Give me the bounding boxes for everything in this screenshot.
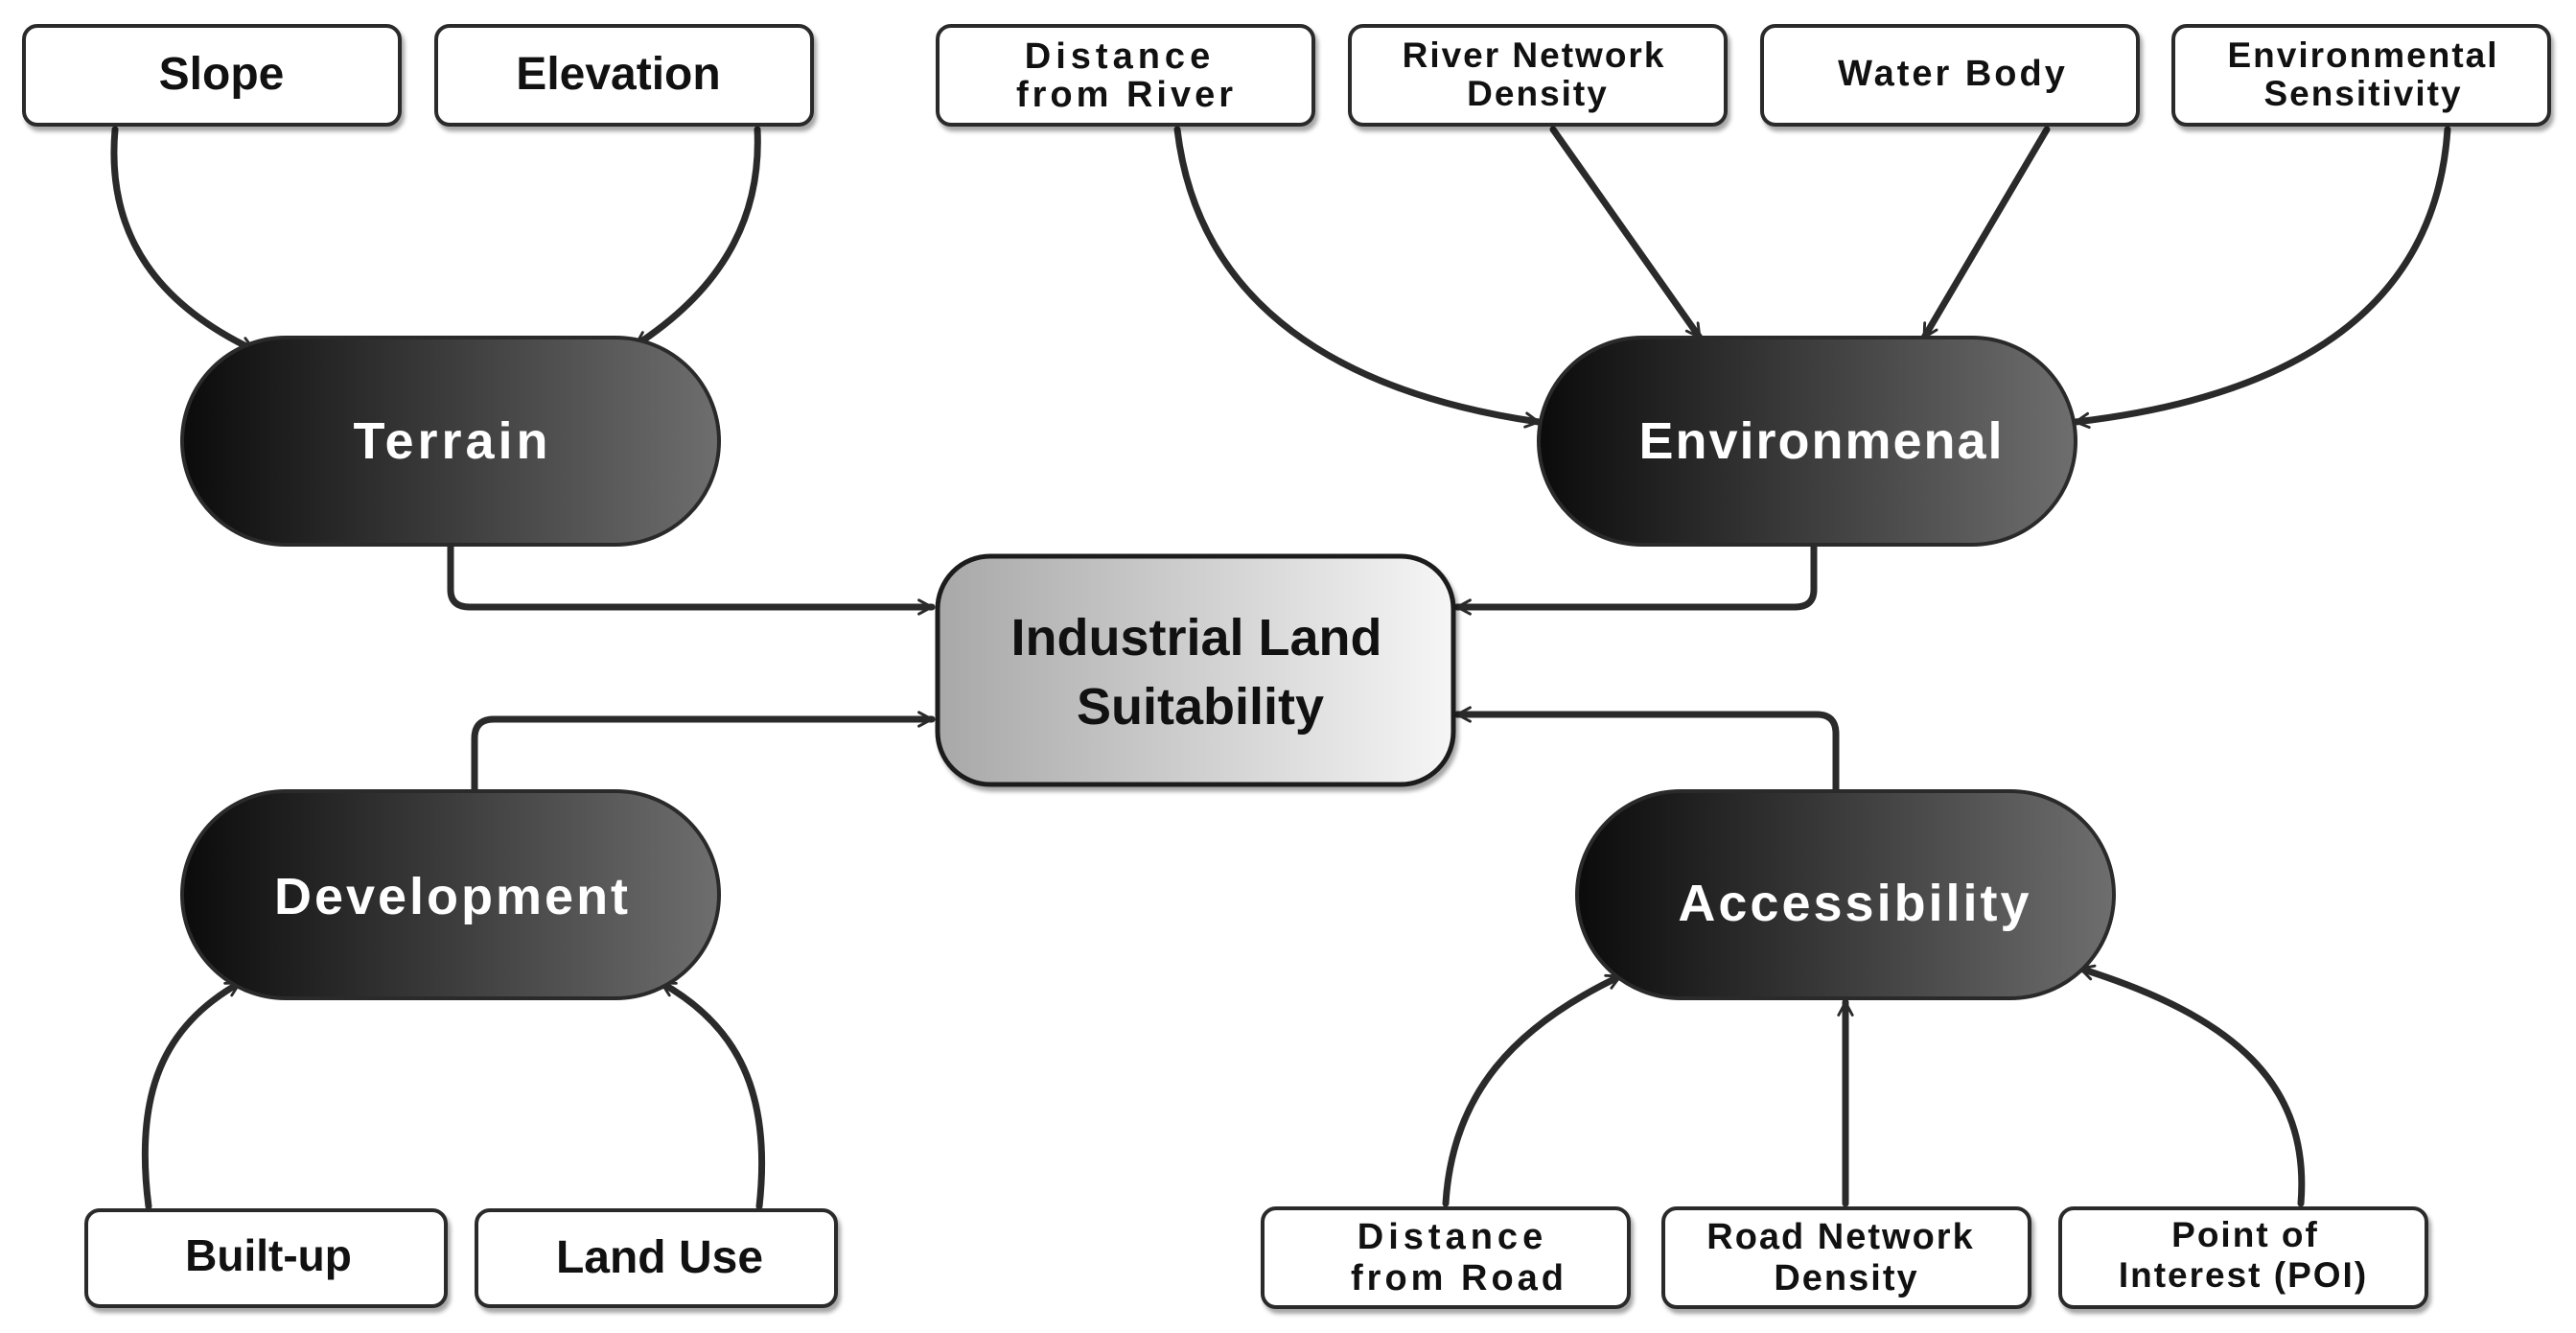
factor-box-point-of-interest: Point of Interest (POI) (2058, 1206, 2428, 1309)
category-pill-terrain: Terrain (180, 336, 721, 547)
factor-box-river-network-density: River Network Density (1348, 24, 1728, 127)
factor-label-river-network-density-line1: River Network (1403, 35, 1666, 75)
factor-box-environmental-sensitivity: Environmental Sensitivity (2171, 24, 2551, 127)
factor-label-point-of-interest-line1: Point of (2171, 1215, 2319, 1254)
arrow-development-to-center (471, 711, 936, 793)
factor-label-water-body: Water Body (1838, 54, 2068, 94)
factor-box-road-network-density: Road Network Density (1661, 1206, 2031, 1309)
arrow-distance-road-to-accessibility (1442, 972, 1624, 1207)
factor-box-elevation: Elevation (434, 24, 814, 127)
factor-label-road-network-density-line1: Road Network (1706, 1217, 1974, 1257)
arrow-elevation-to-terrain (632, 126, 761, 349)
category-label-development: Development (274, 868, 631, 925)
arrow-poi-to-accessibility (2077, 964, 2306, 1207)
factor-label-distance-from-road-line1: Distance (1358, 1217, 1547, 1257)
factor-label-environmental-sensitivity-line1: Environmental (2228, 35, 2499, 75)
arrow-env-sensitivity-to-environmental (2072, 126, 2451, 430)
category-label-environmental: Environmenal (1638, 412, 2004, 470)
arrow-slope-to-terrain (110, 126, 258, 354)
factor-label-land-use: Land Use (556, 1232, 763, 1283)
arrow-accessibility-to-center (1453, 706, 1840, 793)
arrow-landuse-to-development (658, 979, 766, 1210)
factor-label-distance-from-river-line2: from River (1016, 75, 1237, 115)
factor-label-distance-from-road-line2: from Road (1351, 1258, 1567, 1298)
factor-label-river-network-density-line2: Density (1467, 74, 1609, 113)
category-label-terrain: Terrain (353, 412, 551, 470)
factor-label-built-up: Built-up (185, 1230, 352, 1280)
arrow-distance-river-to-environmental (1173, 126, 1543, 429)
factor-label-road-network-density-line2: Density (1774, 1258, 1918, 1298)
arrow-terrain-to-center (447, 543, 936, 616)
category-pill-environmental: Environmenal (1537, 336, 2077, 547)
category-pill-development: Development (180, 789, 721, 1000)
central-node-industrial-land-suitability: Industrial Land Suitability (935, 553, 1456, 787)
factor-box-distance-from-road: Distance from Road (1261, 1206, 1631, 1309)
factor-label-elevation: Elevation (516, 49, 720, 100)
category-pill-accessibility: Accessibility (1575, 789, 2116, 1000)
factor-label-environmental-sensitivity-line2: Sensitivity (2263, 74, 2462, 113)
central-label-line2: Suitability (1077, 678, 1324, 736)
factor-box-slope: Slope (22, 24, 402, 127)
factor-label-point-of-interest-line2: Interest (POI) (2119, 1255, 2368, 1295)
arrow-river-density-to-environmental (1549, 126, 1704, 341)
factor-box-land-use: Land Use (475, 1208, 838, 1308)
central-label-line1: Industrial Land (1010, 609, 1381, 666)
arrow-water-body-to-environmental (1920, 126, 2051, 341)
arrow-builtup-to-development (141, 979, 244, 1210)
factor-label-distance-from-river-line1: Distance (1025, 36, 1215, 77)
factor-box-distance-from-river: Distance from River (936, 24, 1315, 127)
connectors (110, 126, 2451, 1210)
factor-box-built-up: Built-up (84, 1208, 448, 1308)
factor-box-water-body: Water Body (1760, 24, 2140, 127)
factor-label-slope: Slope (159, 49, 285, 100)
category-label-accessibility: Accessibility (1678, 875, 2031, 932)
arrow-environmental-to-center (1453, 543, 1818, 616)
